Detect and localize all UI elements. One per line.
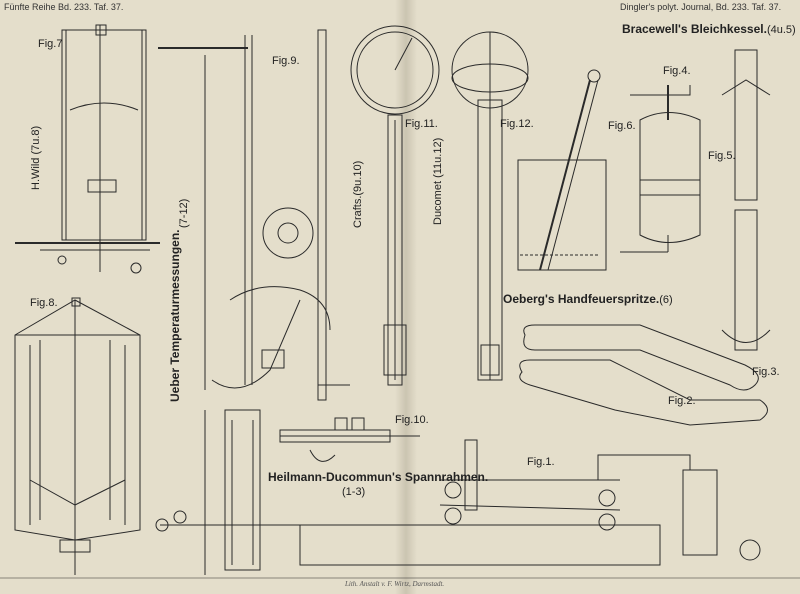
fig1-drawing bbox=[155, 439, 761, 566]
fig11-drawing bbox=[350, 25, 440, 386]
wild-title: H.Wild (7u.8) bbox=[30, 125, 42, 190]
fig6-label: Fig.6. bbox=[608, 120, 636, 132]
fig8-drawing bbox=[14, 297, 141, 575]
fig3-label: Fig.3. bbox=[752, 366, 780, 378]
fig5-label: Fig.5. bbox=[708, 150, 736, 162]
fig4-label: Fig.4. bbox=[663, 65, 691, 77]
fig10-label: Fig.10. bbox=[395, 414, 429, 426]
fig7-label: Fig.7 bbox=[38, 38, 63, 50]
temperature-range: (7-12) bbox=[178, 198, 190, 228]
fig8-label: Fig.8. bbox=[30, 297, 58, 309]
fig12-drawing bbox=[451, 31, 529, 381]
heilmann-range: (1-3) bbox=[342, 486, 366, 498]
fig9-drawing bbox=[158, 29, 350, 401]
header-left: Fünfte Reihe Bd. 233. Taf. 37. bbox=[4, 2, 124, 12]
oeberg-title: Oeberg's Handfeuerspritze.(6) bbox=[503, 292, 673, 306]
heilmann-title: Heilmann-Ducommun's Spannrahmen. bbox=[268, 470, 489, 484]
imprint: Lith. Anstalt v. F. Wirtz, Darmstadt. bbox=[345, 580, 445, 588]
fig5-drawing bbox=[721, 49, 771, 351]
fig11-label: Fig.11. bbox=[405, 118, 438, 130]
bracewell-num: (4u.5) bbox=[766, 24, 796, 36]
oeberg-num: (6) bbox=[659, 294, 673, 306]
fig1-label: Fig.1. bbox=[527, 456, 555, 468]
fig2-label: Fig.2. bbox=[668, 395, 696, 407]
bracewell-title: Bracewell's Bleichkessel.(4u.5) bbox=[622, 22, 796, 36]
fig9-label: Fig.9. bbox=[272, 55, 300, 67]
oeberg-text: Oeberg's Handfeuerspritze. bbox=[503, 292, 660, 306]
page-gutter bbox=[395, 0, 417, 594]
column-drawing bbox=[204, 409, 261, 575]
ducomet-title: Ducomet (11u.12) bbox=[432, 137, 444, 225]
header-right: Dingler's polyt. Journal, Bd. 233. Taf. … bbox=[620, 2, 782, 12]
fig3-fig2-drawing bbox=[519, 324, 768, 426]
fig7-drawing bbox=[15, 24, 160, 274]
fig6-drawing bbox=[517, 69, 607, 271]
temperature-title: Ueber Temperaturmessungen. bbox=[168, 229, 182, 403]
fig10-drawing bbox=[279, 417, 420, 462]
bracewell-text: Bracewell's Bleichkessel. bbox=[622, 22, 767, 36]
crafts-title: Crafts.(9u.10) bbox=[352, 160, 364, 228]
fig12-label: Fig.12. bbox=[500, 118, 534, 130]
fig4-drawing bbox=[620, 85, 701, 253]
